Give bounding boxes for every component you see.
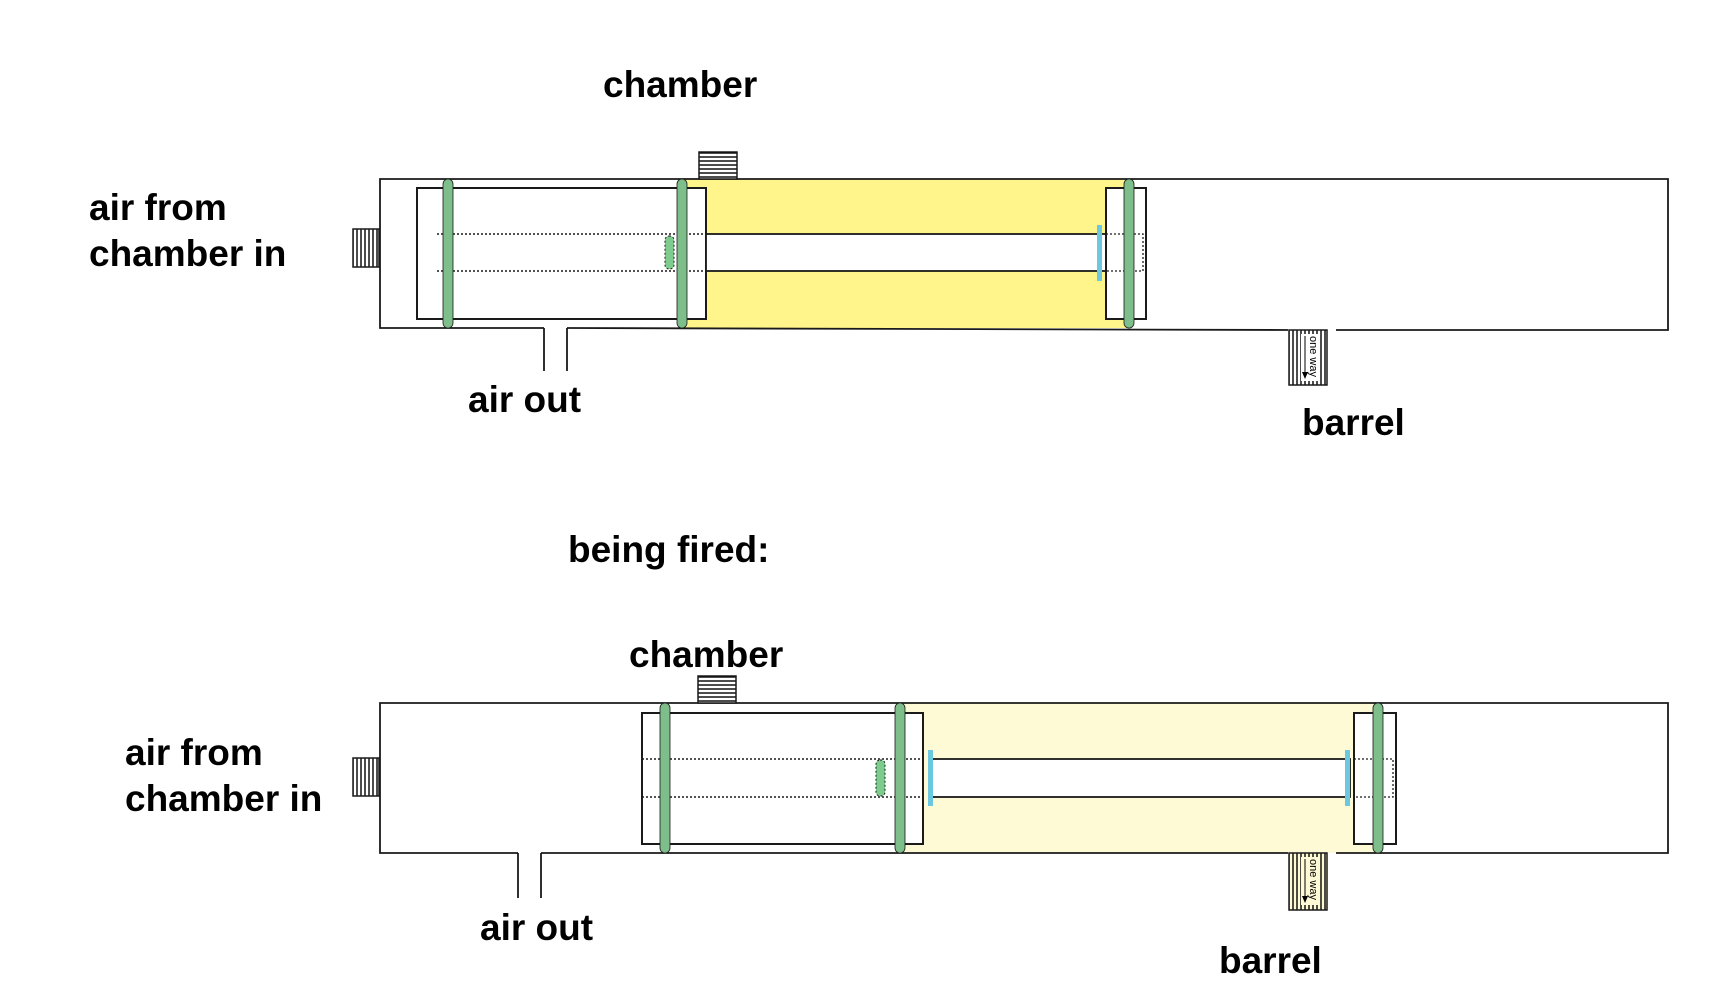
arrow-head-icon — [1302, 896, 1308, 903]
o-ring-2 — [676, 178, 688, 329]
outer-housing — [379, 702, 1669, 854]
air-in-label-line1: air from — [89, 187, 227, 228]
outer-housing-bottom — [566, 327, 1289, 331]
inner-cylinder — [416, 187, 707, 320]
air-out-gap — [519, 851, 540, 855]
o-ring-1 — [659, 702, 671, 854]
air-out-label: air out — [468, 379, 581, 420]
o-ring-3 — [1372, 702, 1384, 854]
chamber-fitting — [698, 151, 738, 180]
rod-seal-blue-left — [928, 750, 933, 806]
piston-rod — [931, 758, 1351, 798]
diagram-ready: one way chamber air from chamber in air … — [89, 64, 1669, 443]
air-out-label: air out — [480, 907, 593, 948]
air-in-label-line1: air from — [125, 732, 263, 773]
barrel-label: barrel — [1219, 940, 1322, 981]
arrow-head-icon — [1302, 372, 1308, 379]
air-in-label-line2: chamber in — [89, 233, 286, 274]
outer-housing — [379, 178, 1669, 331]
air-in-label-line2: chamber in — [125, 778, 322, 819]
o-ring-1 — [442, 178, 454, 329]
barrel-label: barrel — [1302, 402, 1405, 443]
piston-rod — [705, 233, 1107, 272]
o-ring-2 — [894, 702, 906, 854]
chamber-label: chamber — [603, 64, 757, 105]
o-ring-3 — [1123, 178, 1135, 329]
inlet-fitting — [352, 757, 380, 797]
air-out-gap — [545, 326, 566, 330]
valve-label: one way — [1307, 336, 1319, 377]
chamber-fitting — [697, 675, 737, 704]
firing-heading: being fired: — [568, 529, 769, 570]
inlet-fitting — [352, 228, 380, 268]
valve-label: one way — [1307, 859, 1319, 900]
rod-seal-blue-right — [1345, 750, 1350, 806]
rod-seal-small-icon — [664, 235, 675, 270]
diagram-firing: one way chamber air from chamber in air … — [125, 634, 1669, 981]
rod-seal-blue — [1097, 225, 1102, 281]
rod-seal-small-icon — [875, 759, 886, 797]
chamber-label: chamber — [629, 634, 783, 675]
